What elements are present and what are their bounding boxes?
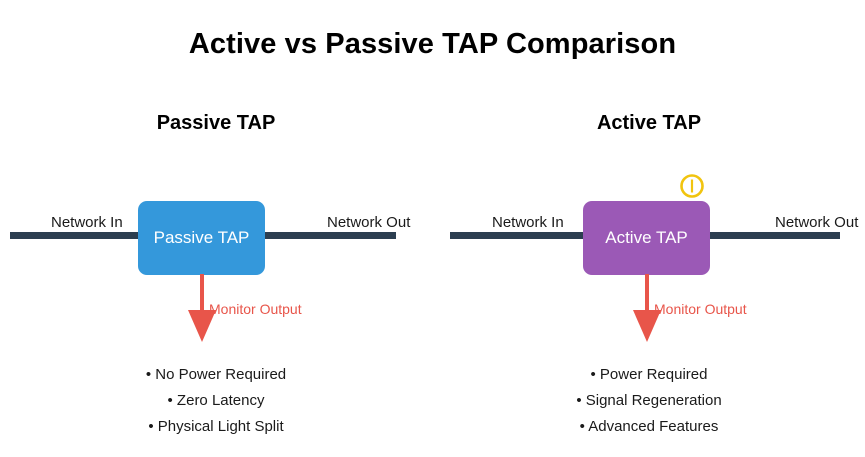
list-item: • Physical Light Split: [148, 418, 284, 435]
network-out-label-passive: Network Out: [327, 214, 411, 231]
feature-list-passive: • No Power Required • Zero Latency • Phy…: [0, 362, 432, 440]
panel-active-tap: Active TAP Network In Network Out Active…: [433, 0, 865, 457]
panel-heading-active: Active TAP: [596, 112, 702, 134]
network-in-label-passive: Network In: [51, 214, 123, 231]
monitor-output-arrow-active: [633, 274, 661, 342]
panel-heading-passive: Passive TAP: [156, 112, 276, 134]
network-out-line-active: [709, 232, 840, 239]
active-tap-box-label: Active TAP: [605, 228, 688, 247]
monitor-output-label-passive: Monitor Output: [209, 301, 302, 317]
active-tap-box[interactable]: Active TAP: [583, 201, 710, 275]
power-symbol-icon: [680, 174, 704, 198]
feature-list-active: • Power Required • Signal Regeneration •…: [433, 362, 865, 440]
monitor-output-arrow-passive: [188, 274, 216, 342]
passive-tap-box[interactable]: Passive TAP: [138, 201, 265, 275]
page-title: Active vs Passive TAP Comparison: [188, 28, 677, 60]
network-in-line-passive: [10, 232, 140, 239]
list-item: • Zero Latency: [167, 392, 265, 409]
network-out-label-active: Network Out: [775, 214, 859, 231]
network-in-label-active: Network In: [492, 214, 564, 231]
network-out-line-passive: [262, 232, 396, 239]
passive-tap-box-label: Passive TAP: [153, 228, 250, 247]
list-item: • Signal Regeneration: [576, 392, 722, 409]
list-item: • No Power Required: [145, 366, 287, 383]
monitor-output-label-active: Monitor Output: [654, 301, 747, 317]
list-item: • Advanced Features: [579, 418, 719, 435]
network-in-line-active: [450, 232, 584, 239]
list-item: • Power Required: [590, 366, 708, 383]
panel-passive-tap: Passive TAP Network In Network Out Passi…: [0, 0, 432, 457]
